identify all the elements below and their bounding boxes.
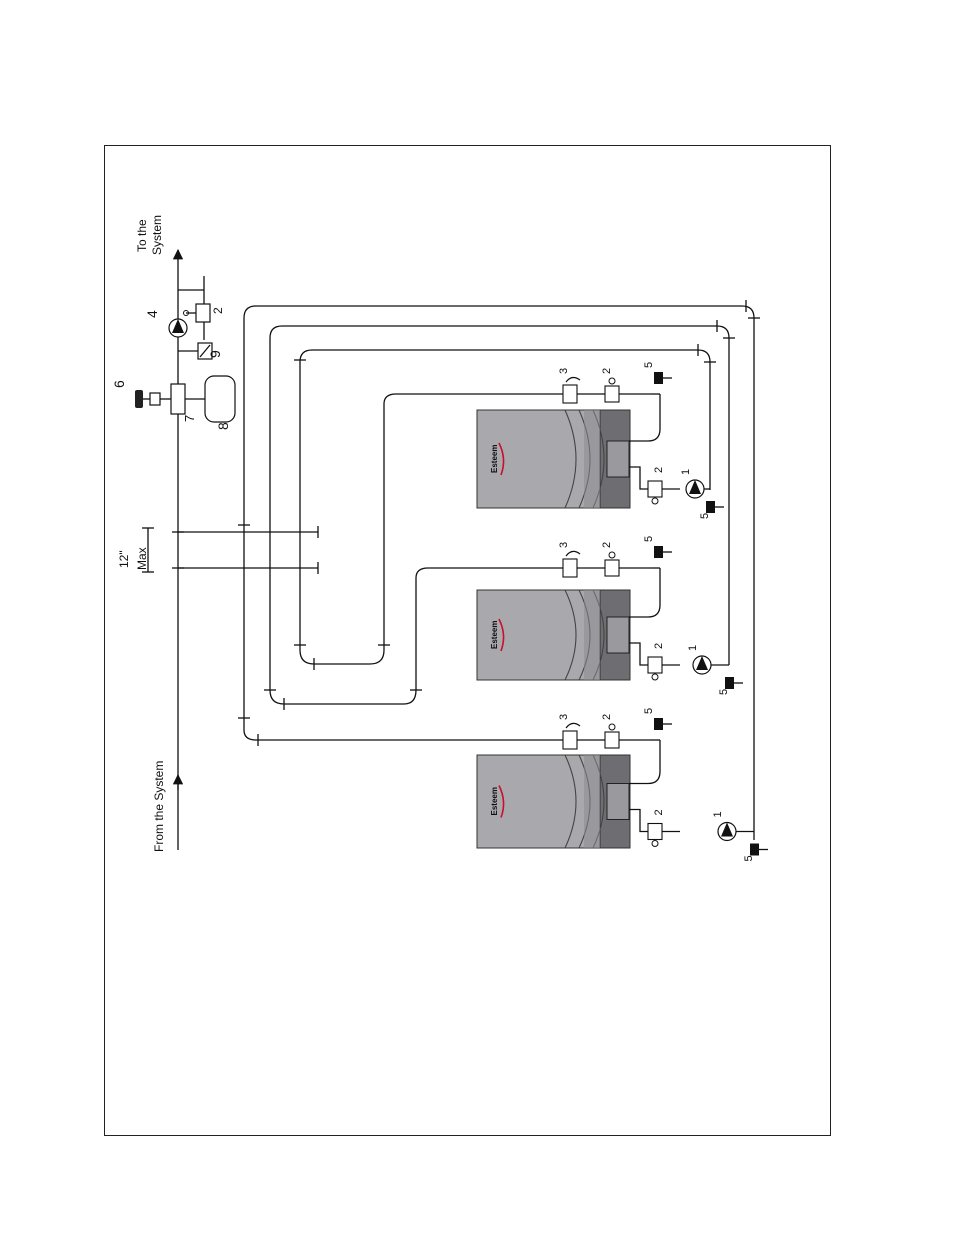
return-valve-handle (652, 674, 658, 680)
boiler-2: Esteem 3 2 5 2 1 5 (477, 536, 743, 695)
label-boiler-pump: 1 (680, 469, 692, 475)
label-drain: 5 (643, 362, 655, 368)
label-return-valve: 2 (653, 467, 665, 473)
label-system-pump: 4 (144, 310, 160, 318)
isolation-valve (605, 560, 619, 576)
label-return-drain: 5 (699, 513, 711, 519)
boiler-1: Esteem 3 2 5 2 1 5 (477, 362, 724, 519)
label-relief-valve: 3 (558, 714, 570, 720)
supply-elbow (629, 429, 660, 441)
return-valve (648, 657, 662, 673)
boiler-band-fill (584, 410, 600, 508)
boiler-connection (607, 784, 629, 820)
label-isolation-valve: 2 (601, 542, 613, 548)
relief-valve (563, 385, 577, 403)
label-return-valve: 2 (653, 809, 665, 815)
return-drain (725, 677, 734, 689)
boiler-band-fill (584, 590, 600, 680)
boiler-logo-text: Esteem (490, 787, 499, 815)
drain-valve (654, 372, 663, 384)
label-relief-valve: 3 (558, 368, 570, 374)
label-return-drain: 5 (718, 689, 730, 695)
to-system-label-1: To the (135, 219, 149, 252)
boiler-connection (607, 617, 629, 653)
system-main-pipe (172, 250, 318, 850)
dimension-label-2: Max (135, 547, 149, 570)
label-return-drain: 5 (743, 855, 755, 861)
isolation-valve-handle (609, 724, 615, 730)
dimension-label-1: 12" (117, 550, 131, 568)
isolation-valve-handle (609, 378, 615, 384)
from-system-label: From the System (152, 761, 166, 852)
label-boiler-pump: 1 (712, 811, 724, 817)
isolation-valve (605, 386, 619, 402)
label-expansion-tank: 8 (215, 422, 231, 430)
boiler-logo-text: Esteem (490, 621, 499, 649)
to-system-label-2: System (150, 215, 164, 255)
air-separator (135, 384, 205, 414)
system-pump (169, 319, 187, 337)
boiler-3: Esteem 3 2 5 2 1 5 (477, 708, 768, 862)
dimension-12-max: 12" Max (117, 528, 154, 572)
label-drain: 5 (643, 708, 655, 714)
boiler-band-fill (584, 755, 600, 848)
return-drain (706, 501, 715, 513)
label-strainer: 9 (207, 350, 223, 358)
label-drain: 5 (643, 536, 655, 542)
relief-valve (563, 731, 577, 749)
label-return-valve: 2 (653, 643, 665, 649)
relief-valve (563, 559, 577, 577)
label-relief-valve: 3 (558, 542, 570, 548)
supply-elbow (629, 772, 660, 784)
return-valve-handle (652, 841, 658, 847)
label-boiler-pump: 1 (687, 645, 699, 651)
label-isolation-valve: 2 (601, 368, 613, 374)
relief-valve-handle (566, 551, 580, 556)
label-isolation-valve: 2 (601, 714, 613, 720)
isolation-valve (605, 732, 619, 748)
return-valve (648, 824, 662, 840)
drain-valve (654, 546, 663, 558)
return-valve (648, 481, 662, 497)
isolation-valve-handle (609, 552, 615, 558)
label-bypass-valve: 2 (211, 307, 225, 314)
expansion-tank (205, 376, 235, 422)
boiler-connection (607, 441, 629, 477)
return-valve-handle (652, 498, 658, 504)
label-make-up: 6 (111, 380, 127, 388)
label-air-separator: 7 (182, 415, 197, 422)
drain-valve (654, 718, 663, 730)
supply-elbow (629, 605, 660, 617)
return-drain (750, 844, 759, 856)
relief-valve-handle (566, 723, 580, 728)
boiler-logo-text: Esteem (490, 445, 499, 473)
relief-valve-handle (566, 377, 580, 382)
